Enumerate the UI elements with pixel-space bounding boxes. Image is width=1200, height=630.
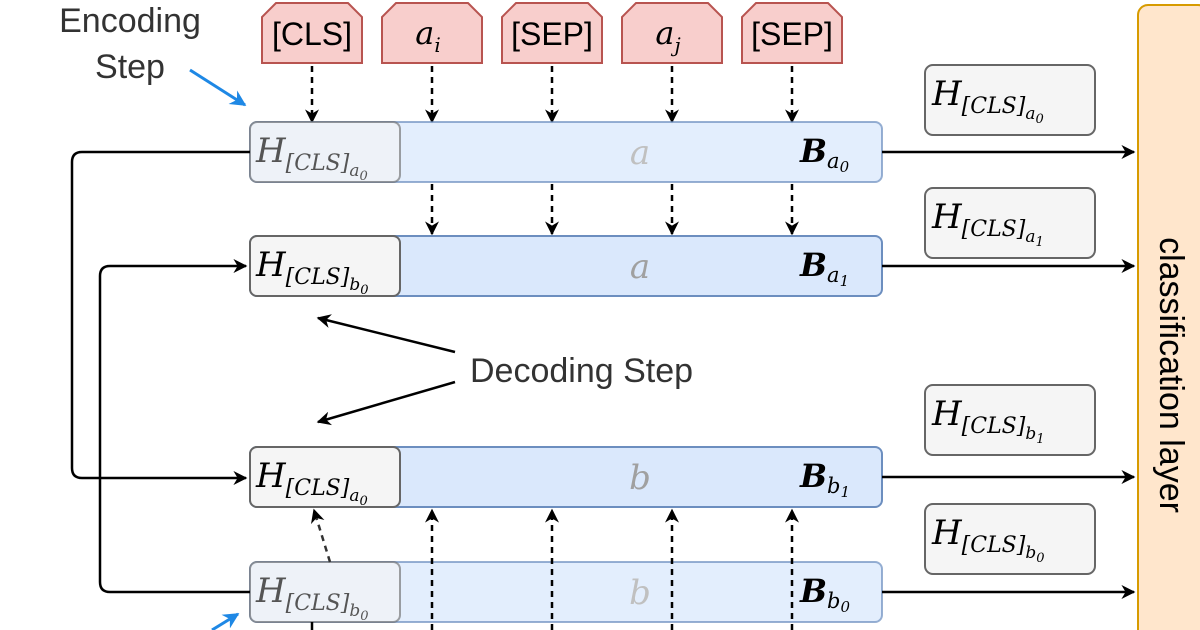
sequence-row-1: H[CLS]a0 a Ba0: [249, 121, 883, 184]
token-label: [SEP]: [511, 16, 593, 52]
encoding-step-pointer: [189, 68, 247, 107]
decoding-up-arrows: [310, 508, 799, 630]
row-output-arrows: [882, 145, 1136, 599]
sequence-row-3: H[CLS]a0 b Bb1: [249, 446, 883, 509]
decoding-step-label: Decoding Step: [470, 352, 693, 390]
classification-layer-label: classification layer: [1152, 237, 1190, 513]
cls-output-label: H[CLS]b0: [931, 513, 1045, 566]
row-letter: b: [629, 573, 651, 613]
cls-output-label: H[CLS]b1: [931, 394, 1045, 447]
row-cls-label: H[CLS]a0: [255, 131, 368, 184]
cls-output-label: H[CLS]a1: [931, 197, 1044, 250]
row-letter: a: [630, 133, 650, 173]
row-b-label: Ba1: [799, 246, 849, 290]
cls-outputs: H[CLS]a0H[CLS]a1H[CLS]b1H[CLS]b0: [924, 64, 1096, 575]
classification-layer: [1137, 4, 1200, 630]
connector-b0-to-row2: [98, 259, 250, 594]
row-cls-label: H[CLS]b0: [255, 571, 369, 624]
connector-a0-to-row3: [70, 150, 250, 485]
token-label: [CLS]: [272, 16, 352, 52]
row-cls-label: H[CLS]b0: [255, 245, 369, 298]
row-letter: b: [629, 458, 651, 498]
token-4: [SEP]: [741, 2, 843, 64]
row-cls-box: [249, 446, 401, 508]
sequence-row-2: H[CLS]b0 a Ba1: [249, 235, 883, 298]
row-b-label: Ba0: [799, 132, 850, 176]
token-1: ai: [381, 2, 483, 64]
cls-decode-up-arrow: [311, 508, 332, 563]
row-b-label: Bb0: [799, 572, 851, 616]
token-label: [SEP]: [751, 16, 833, 52]
sequence-row-4: H[CLS]b0 b Bb0: [249, 561, 883, 624]
token-0: [CLS]: [261, 2, 363, 64]
encoding-step-label-line1: Encoding: [59, 2, 201, 40]
cls-output-label: H[CLS]a0: [931, 74, 1044, 127]
row-b-label: Bb1: [799, 457, 850, 501]
token-3: aj: [621, 2, 723, 64]
decoding-arrow-down: [316, 380, 456, 426]
row-cls-box: [249, 235, 401, 297]
input-tokens: [CLS] ai [SEP] aj [SEP]: [261, 2, 843, 64]
token-2: [SEP]: [501, 2, 603, 64]
row-cls-label: H[CLS]a0: [255, 456, 368, 509]
row-letter: a: [630, 247, 650, 287]
cls-output-3: H[CLS]b1: [924, 384, 1096, 456]
cls-output-4: H[CLS]b0: [924, 503, 1096, 575]
decoding-input-pointer: [211, 612, 240, 630]
token-label: ai: [415, 14, 440, 57]
cls-output-2: H[CLS]a1: [924, 187, 1096, 259]
token-arrows: [305, 66, 799, 236]
decoding-arrow-up: [316, 314, 456, 354]
token-label: aj: [655, 14, 680, 57]
cls-output-1: H[CLS]a0: [924, 64, 1096, 136]
encoding-step-label-line2: Step: [95, 48, 165, 86]
